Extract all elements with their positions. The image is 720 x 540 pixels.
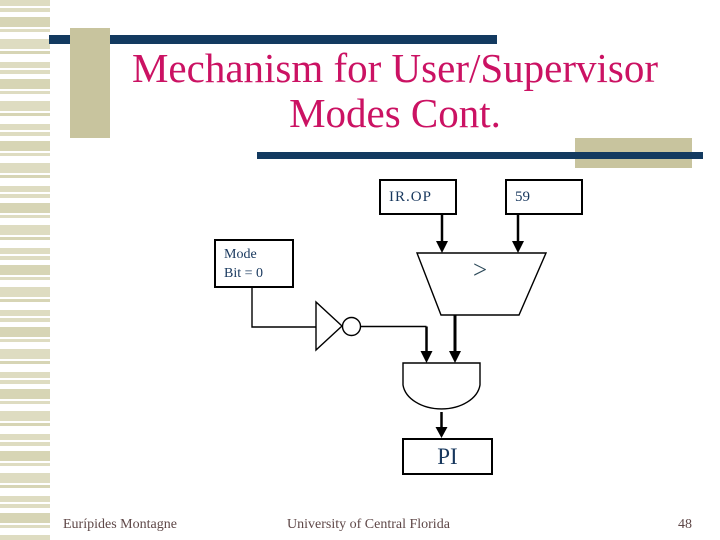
- not-gate-bubble: [341, 316, 362, 337]
- title-accent-block: [70, 28, 110, 138]
- pi-box: PI: [402, 438, 493, 475]
- arrowhead-opcode: [512, 241, 524, 253]
- footer-page-number: 48: [678, 517, 692, 532]
- opcode-box: 59: [505, 179, 583, 215]
- not-gate-triangle: [315, 300, 344, 352]
- mode-bit-box: Mode Bit = 0: [214, 239, 294, 288]
- wire-mode-to-not: [251, 288, 316, 328]
- pi-label: PI: [437, 444, 458, 469]
- mode-bit-line1: Mode: [224, 247, 257, 262]
- arrowhead-comparator-out: [449, 351, 461, 363]
- title-underline-bar: [257, 152, 703, 159]
- comparator-symbol: >: [472, 257, 488, 284]
- ir-op-label: IR.OP: [389, 189, 432, 205]
- and-gate: [402, 362, 481, 410]
- ir-op-box: IR.OP: [379, 179, 457, 215]
- mode-bit-line2: Bit = 0: [224, 266, 264, 281]
- opcode-value: 59: [515, 189, 530, 205]
- footer-institution: University of Central Florida: [287, 517, 450, 532]
- slide-title-line2: Modes Cont.: [289, 90, 501, 136]
- arrowhead-not-out: [420, 351, 433, 363]
- slide-title: Mechanism for User/Supervisor Modes Cont…: [70, 46, 720, 136]
- comparator-trapezoid: [415, 252, 548, 316]
- arrowhead-and-out: [435, 427, 448, 438]
- slide-title-line1: Mechanism for User/Supervisor: [131, 45, 659, 91]
- footer-author: Eurípides Montagne: [63, 517, 177, 532]
- top-rule-bar: [49, 35, 497, 44]
- arrowhead-irop: [436, 241, 448, 253]
- left-stripe-pattern: [0, 0, 50, 540]
